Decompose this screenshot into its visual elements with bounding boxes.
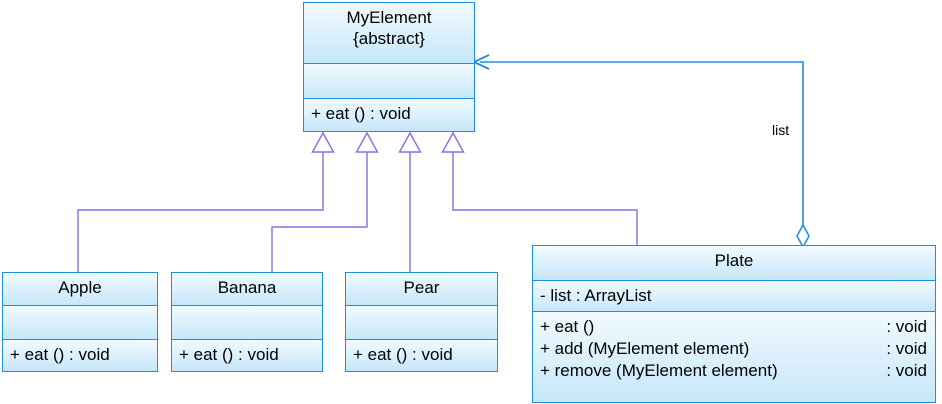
operation-row: + add (MyElement element) : void: [533, 338, 935, 360]
operations-compartment-banana: + eat () : void: [172, 339, 322, 371]
aggregation-plate-to-myelement[interactable]: [471, 54, 810, 249]
attributes-compartment-pear: [346, 305, 497, 339]
association-role-label-list: list: [772, 122, 790, 138]
class-name-compartment-pear: Pear: [346, 273, 497, 305]
operations-compartment-plate: + eat () : void + add (MyElement element…: [533, 311, 935, 401]
operations-compartment-myelement: + eat () : void: [304, 98, 474, 131]
class-name-compartment-banana: Banana: [172, 273, 322, 305]
operation-return-type: : void: [886, 361, 927, 380]
class-myelement[interactable]: MyElement {abstract} + eat () : void: [303, 2, 475, 132]
generalization-plate-to-myelement[interactable]: [441, 131, 638, 245]
operation-return-type: : void: [886, 339, 927, 358]
attributes-compartment-apple: [3, 305, 157, 339]
class-plate[interactable]: Plate - list : ArrayList + eat () : void…: [532, 245, 936, 403]
attributes-compartment-myelement: [304, 63, 474, 98]
class-name-compartment-apple: Apple: [3, 273, 157, 305]
operations-compartment-pear: + eat () : void: [346, 339, 497, 371]
class-name-compartment-plate: Plate: [533, 246, 935, 280]
class-name-compartment-myelement: MyElement {abstract}: [304, 3, 474, 63]
operation-signature: + add (MyElement element): [540, 339, 750, 358]
operation-return-type: : void: [886, 317, 927, 336]
aggregation-diamond: [796, 223, 810, 249]
generalization-triangle-banana: [355, 131, 379, 153]
attributes-compartment-plate: - list : ArrayList: [533, 280, 935, 311]
class-stereotype-myelement: {abstract}: [353, 29, 425, 48]
class-name-myelement: MyElement: [346, 8, 432, 27]
generalization-apple-to-myelement[interactable]: [77, 131, 335, 272]
class-banana[interactable]: Banana + eat () : void: [171, 272, 323, 372]
operation-signature: + remove (MyElement element): [540, 361, 778, 380]
class-name-banana: Banana: [217, 278, 277, 297]
class-apple[interactable]: Apple + eat () : void: [2, 272, 158, 372]
operation-row: + eat () : void: [353, 345, 453, 364]
operation-signature: + eat (): [540, 317, 595, 336]
operation-row: + eat () : void: [179, 345, 279, 364]
attributes-compartment-banana: [172, 305, 322, 339]
operation-row: + eat () : void: [10, 345, 110, 364]
operation-row: + eat () : void: [311, 104, 411, 123]
operation-row: + eat () : void: [533, 316, 935, 338]
class-pear[interactable]: Pear + eat () : void: [345, 272, 498, 372]
generalization-banana-to-myelement[interactable]: [271, 131, 379, 272]
generalization-triangle-plate: [441, 131, 465, 153]
class-name-plate: Plate: [714, 251, 754, 270]
class-name-apple: Apple: [58, 278, 102, 297]
attribute-row: - list : ArrayList: [540, 286, 652, 305]
generalization-triangle-apple: [311, 131, 335, 153]
generalization-pear-to-myelement[interactable]: [398, 131, 422, 272]
class-name-pear: Pear: [403, 278, 440, 297]
operations-compartment-apple: + eat () : void: [3, 339, 157, 371]
operation-row: + remove (MyElement element) : void: [533, 360, 935, 382]
generalization-triangle-pear: [398, 131, 422, 153]
